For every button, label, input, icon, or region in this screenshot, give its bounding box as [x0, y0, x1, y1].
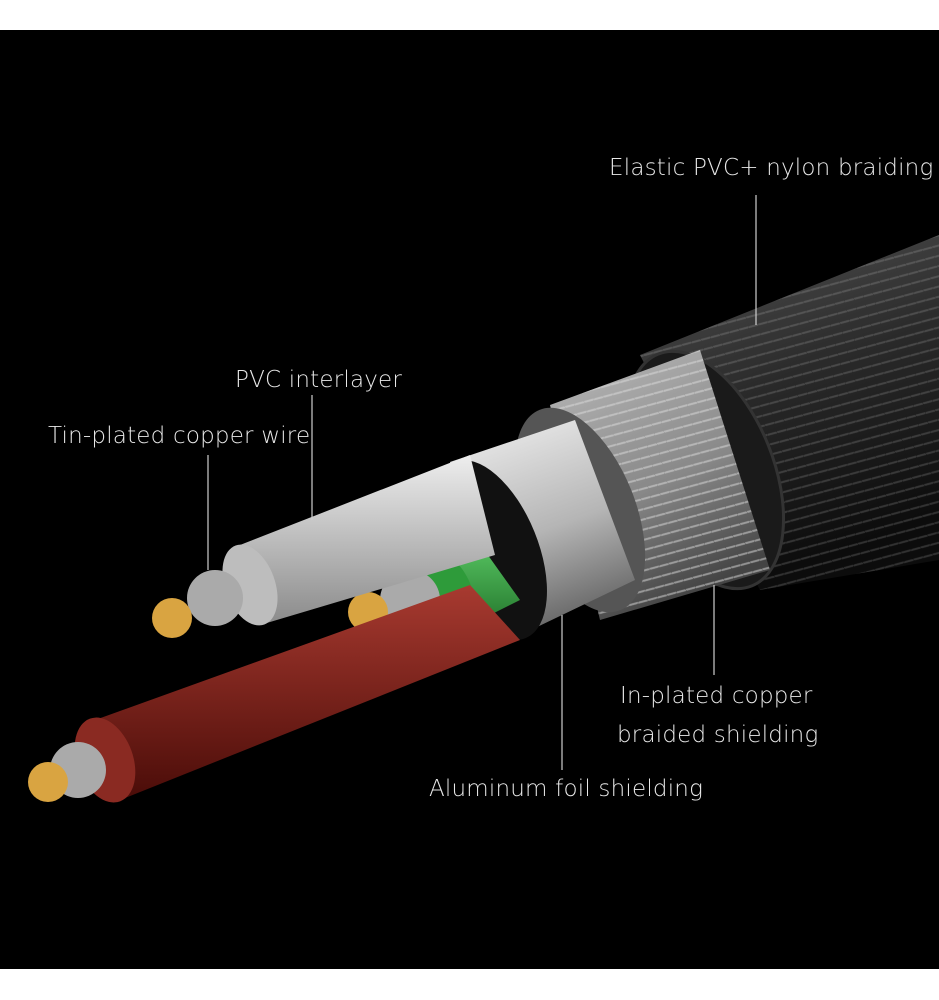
red-wire	[28, 585, 520, 803]
label-braid-line1: In-plated copper	[620, 683, 813, 709]
label-tin-plated-copper: Tin-plated copper wire	[48, 423, 311, 449]
label-outer-jacket: Elastic PVC+ nylon braiding	[609, 155, 934, 181]
leader-lines	[207, 195, 757, 770]
label-braid-line2: braided shielding	[617, 722, 819, 748]
label-aluminum-foil: Aluminum foil shielding	[429, 776, 704, 802]
white-pvc-wire	[152, 455, 495, 638]
label-pvc-interlayer: PVC interlayer	[235, 367, 403, 393]
